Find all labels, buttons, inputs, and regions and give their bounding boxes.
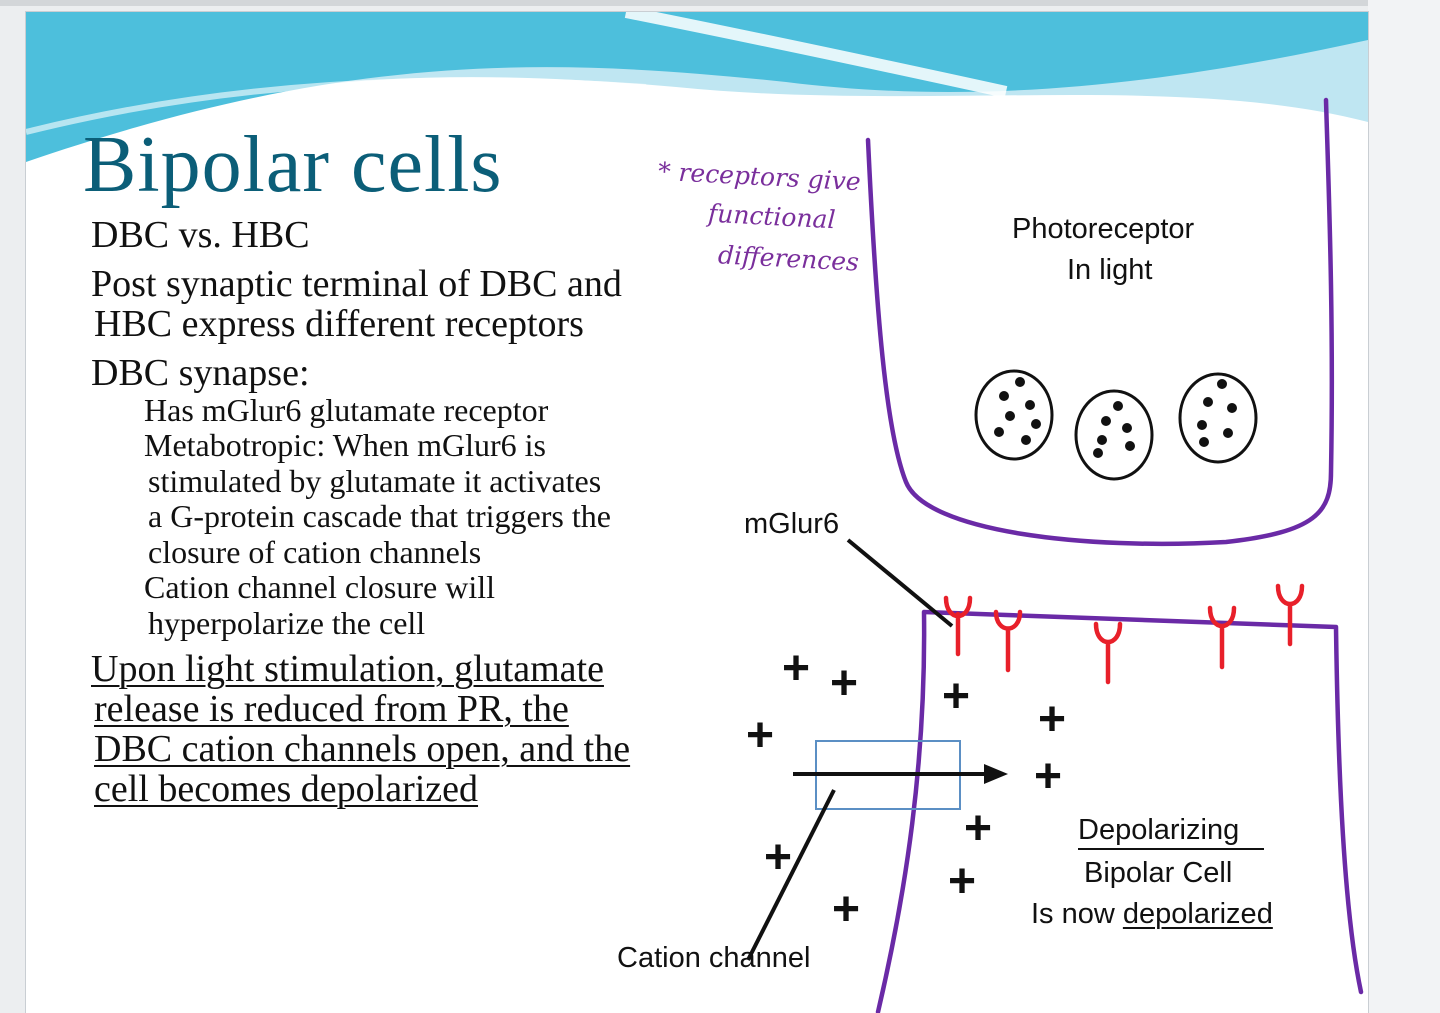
bipolar-label-line3: Is now depolarized xyxy=(1031,898,1273,931)
cation-plus-sign: + xyxy=(832,883,861,936)
bipolar-label-line2: Bipolar Cell xyxy=(1084,857,1233,889)
bipolar-cell-membrane xyxy=(875,609,1364,1013)
bullet-post-synaptic-line1: Post synaptic terminal of DBC and xyxy=(91,263,622,305)
underlined-summary-line1: Upon light stimulation, glutamate xyxy=(91,648,604,690)
cation-channel-pointer-line xyxy=(746,789,836,961)
photoreceptor-label: Photoreceptor xyxy=(1012,213,1195,245)
cation-plus-sign: + xyxy=(964,802,993,855)
bipolar-label-line1: Depolarizing xyxy=(1078,814,1240,846)
cation-channel-label: Cation channel xyxy=(617,942,811,974)
bullet-dbc-synapse: DBC synapse: xyxy=(91,352,310,394)
ion-flow-arrowhead xyxy=(984,764,1008,784)
sub-bullet-metabotropic-line2: stimulated by glutamate it activates xyxy=(148,463,602,499)
underlined-summary-line2: release is reduced from PR, the xyxy=(94,688,569,730)
bullet-dbc-vs-hbc: DBC vs. HBC xyxy=(91,214,310,256)
synaptic-vesicle xyxy=(974,369,1258,481)
bullet-post-synaptic-line2: HBC express different receptors xyxy=(94,303,584,345)
cation-plus-sign: + xyxy=(782,642,811,695)
underlined-summary-line3: DBC cation channels open, and the xyxy=(94,728,631,770)
header-wave-dark xyxy=(26,12,1368,162)
slide-title: Bipolar cells xyxy=(83,121,503,209)
page-margin xyxy=(1368,0,1440,1013)
photoreceptor-sublabel: In light xyxy=(1067,254,1153,286)
cation-plus-sign: + xyxy=(942,670,971,723)
header-wave-highlight-2 xyxy=(26,77,647,135)
vesicle-glutamate-dots xyxy=(994,377,1237,458)
window-top-edge xyxy=(0,0,1440,6)
mglur6-receptor xyxy=(943,583,1305,685)
header-wave-highlight xyxy=(624,12,1008,98)
sub-bullet-closure-line2: hyperpolarize the cell xyxy=(148,605,426,641)
mglur6-pointer-line xyxy=(846,538,954,628)
cation-plus-sign: + xyxy=(746,709,775,762)
underlined-summary-line4: cell becomes depolarized xyxy=(94,768,479,810)
sub-bullet-metabotropic-line1: Metabotropic: When mGlur6 is xyxy=(144,427,546,463)
sub-bullet-mglur6: Has mGlur6 glutamate receptor xyxy=(144,392,549,428)
mglur6-label: mGlur6 xyxy=(744,508,840,540)
cation-plus-sign: + xyxy=(1038,693,1067,746)
bipolar-label-prefix: Is now xyxy=(1031,898,1123,930)
cation-plus-sign: + xyxy=(764,831,793,884)
sub-bullet-closure-line1: Cation channel closure will xyxy=(144,569,496,605)
cation-plus-sign: + xyxy=(948,855,977,908)
slide: Bipolar cells DBC vs. HBC Post synaptic … xyxy=(26,12,1368,1013)
bipolar-label-depolarized: depolarized xyxy=(1122,898,1273,930)
slide-artwork xyxy=(26,12,1368,1013)
sub-bullet-metabotropic-line3: a G-protein cascade that triggers the xyxy=(148,498,611,534)
cation-plus-sign: + xyxy=(830,657,859,710)
cation-plus-sign: + xyxy=(1034,750,1063,803)
sub-bullet-metabotropic-line4: closure of cation channels xyxy=(148,534,482,570)
photoreceptor-membrane xyxy=(865,97,1335,547)
